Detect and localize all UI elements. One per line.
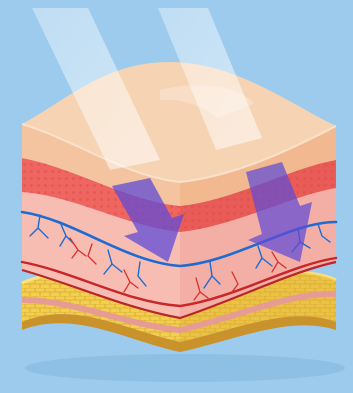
ground-shadow [25, 354, 345, 382]
